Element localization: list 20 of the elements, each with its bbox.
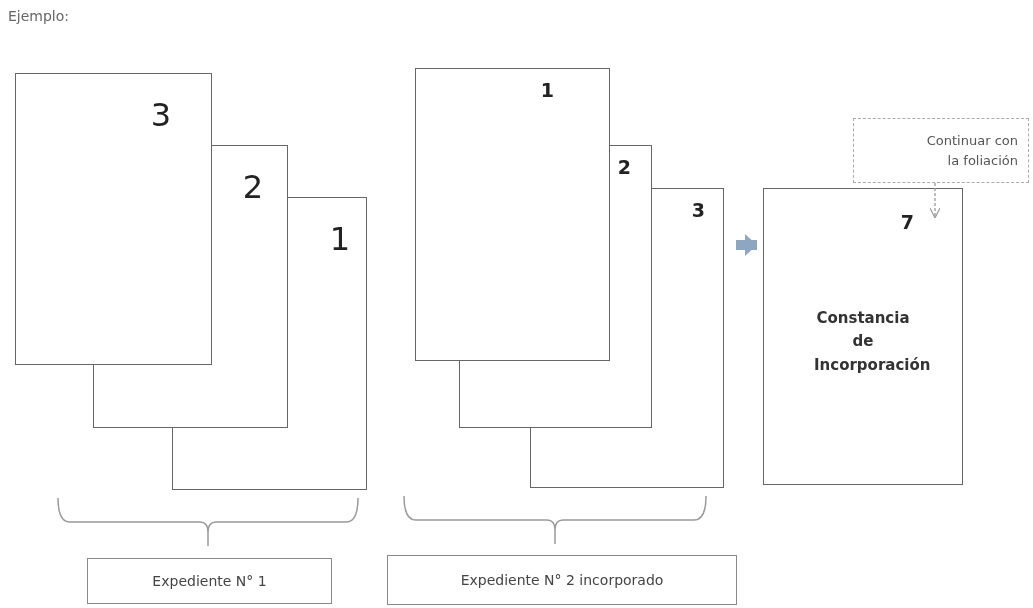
page-number: 2 xyxy=(242,168,263,206)
title: Ejemplo: xyxy=(8,8,70,24)
page-sheet xyxy=(415,68,610,361)
page-number: 3 xyxy=(150,96,171,134)
note-text: Continuar con la foliación xyxy=(925,132,1018,170)
page-number: 2 xyxy=(617,156,631,178)
label-box xyxy=(387,555,737,605)
page-sheet xyxy=(763,188,963,485)
label-box xyxy=(87,558,332,604)
arrow xyxy=(929,182,941,219)
note-box xyxy=(853,118,1029,183)
page-number: 1 xyxy=(540,79,554,101)
document-title: Constancia de Incorporación xyxy=(813,308,932,376)
page-number: 1 xyxy=(329,220,350,258)
label-text: Expediente N° 1 xyxy=(152,573,267,589)
page-number: 7 xyxy=(900,211,914,233)
label-text: Expediente N° 2 incorporado xyxy=(460,572,664,588)
page-number: 3 xyxy=(691,199,705,221)
arrow xyxy=(736,234,757,256)
page-sheet xyxy=(15,73,212,365)
